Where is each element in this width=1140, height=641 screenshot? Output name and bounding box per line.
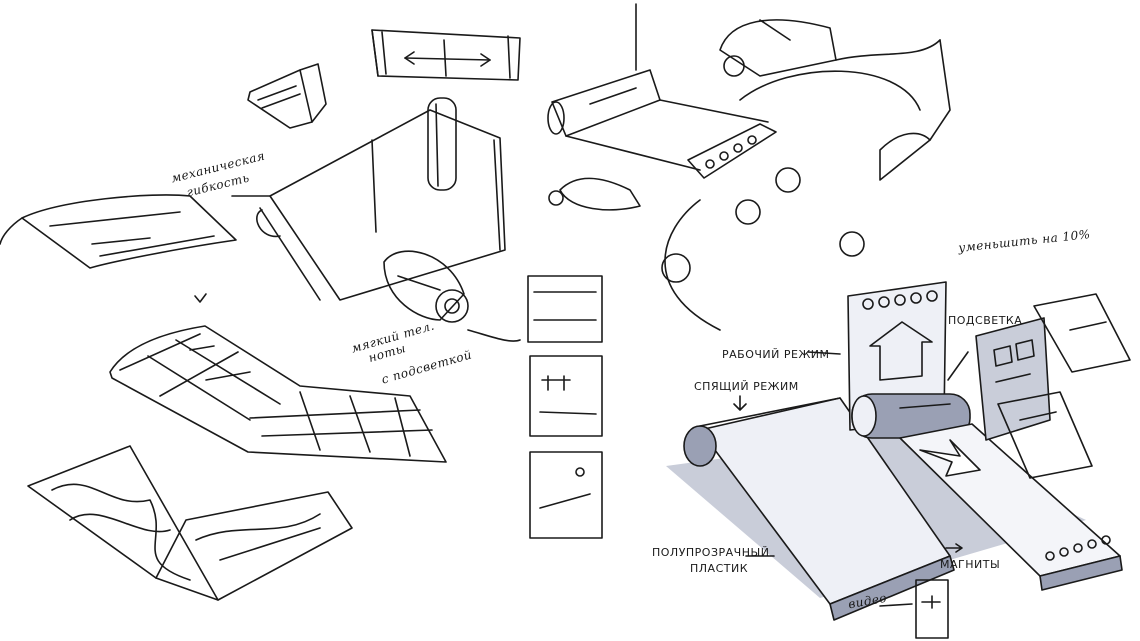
quilted-mat-sketch	[109, 325, 447, 463]
label-translucent-1: ПОЛУПРОЗРАЧНЫЙ	[652, 546, 770, 559]
rendered-device	[666, 281, 1123, 621]
stand-sketch	[247, 63, 327, 129]
video-sketch	[879, 579, 949, 639]
cylinder-sketch	[383, 250, 469, 323]
ring-clip-sketches	[548, 70, 921, 331]
flexible-pad-sketch	[0, 194, 237, 303]
roll-screen-sketch	[256, 97, 506, 301]
frame-with-arrows	[371, 29, 521, 81]
label-sleep-mode: СПЯЩИЙ РЕЖИМ	[694, 380, 799, 393]
folded-map-sketch	[27, 445, 353, 601]
side-panels	[975, 293, 1131, 479]
detail-panels	[527, 275, 603, 539]
label-translucent-2: ПЛАСТИК	[690, 562, 749, 575]
label-working-mode: РАБОЧИЙ РЕЖИМ	[722, 348, 830, 361]
label-magnets: МАГНИТЫ	[940, 558, 1001, 571]
clip-sketch	[719, 19, 951, 181]
label-lighting: ПОДСВЕТКА	[948, 314, 1023, 327]
top-roller-sketch	[547, 3, 777, 179]
